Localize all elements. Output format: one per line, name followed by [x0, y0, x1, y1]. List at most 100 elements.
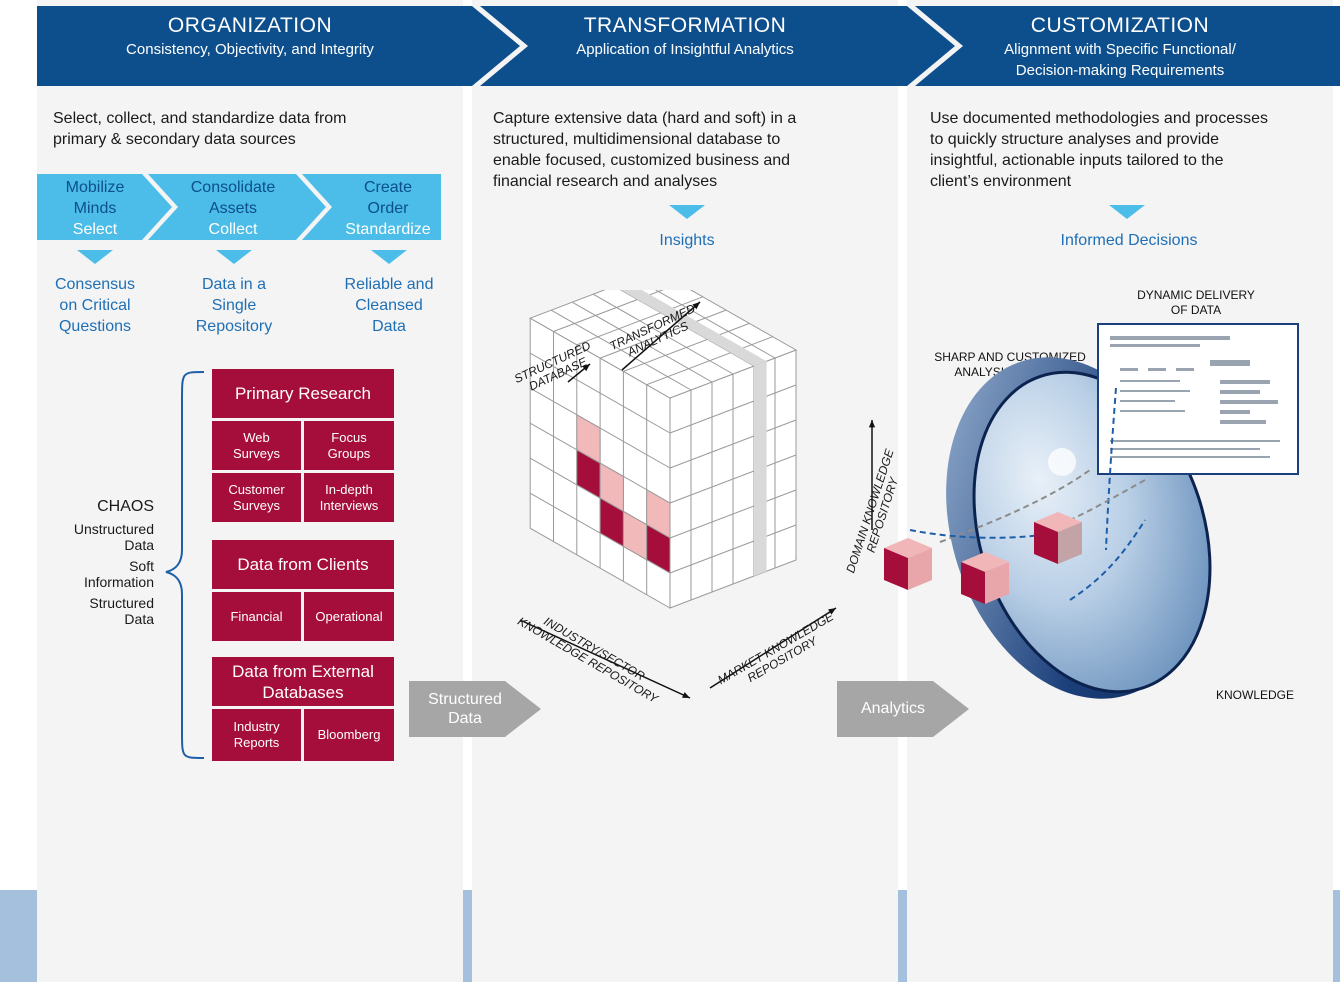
insights-label: Insights: [659, 232, 715, 249]
informed-decisions-triangle: [1109, 205, 1145, 219]
axis-arrow-transformed: [621, 301, 701, 371]
cube-highlight-cell: [576, 413, 601, 464]
indepth-interviews-l2: Interviews: [319, 497, 379, 513]
dynamic-l2: OF DATA: [1170, 303, 1222, 317]
cube-grid-line: [669, 384, 797, 434]
analytics-arrow-label: Analytics: [860, 700, 926, 717]
result-repository-l1: Data in a: [201, 276, 267, 293]
step-standardize-l1: Create: [363, 179, 413, 196]
report-content: [1110, 336, 1280, 458]
step-standardize-l2: Order: [367, 200, 409, 217]
step-standardize-l3: Standardize: [345, 221, 431, 238]
customer-surveys-l1: Customer: [228, 481, 285, 497]
cube-grid-line: [654, 290, 776, 359]
down-triangle-1: [77, 250, 113, 264]
step-select-l2: Minds: [73, 200, 117, 217]
structured-data-arrow-label: Structured Data: [409, 690, 521, 728]
chaos-item-1-l2: Data: [124, 537, 154, 553]
header-title-organization: ORGANIZATION: [167, 14, 333, 37]
industry-reports-box: Industry Reports: [212, 709, 301, 761]
web-surveys-l1: Web: [243, 429, 270, 445]
axis-arrow-structured-head: [582, 364, 590, 372]
cube-stripe-top-face: [620, 290, 767, 366]
web-surveys-box: Web Surveys: [212, 421, 301, 470]
step-collect-l2: Assets: [208, 200, 257, 217]
floating-cube-1: [884, 538, 932, 590]
chaos-block: CHAOS Unstructured Data Soft Information…: [46, 497, 154, 627]
knowledge-cube: [519, 290, 876, 699]
axis-arrow-market-head: [828, 608, 836, 615]
floating-cube-2: [961, 552, 1009, 604]
customization-description-1: Use documented methodologies and process…: [930, 110, 1268, 127]
transformation-description-3: enable focused, customized business and: [493, 152, 791, 169]
cube-grid-line: [529, 352, 671, 434]
customer-surveys-l2: Surveys: [233, 497, 280, 513]
step-chevron-collect: [148, 174, 326, 240]
organization-description-1: Select, collect, and standardize data fr…: [53, 110, 347, 127]
header-title-customization: CUSTOMIZATION: [1030, 14, 1210, 37]
primary-research-header: Primary Research: [212, 369, 394, 418]
result-repository-l3: Repository: [195, 318, 273, 335]
step-select-l1: Mobilize: [65, 179, 125, 196]
external-l1: Data from External: [232, 661, 374, 681]
transformation-description-2: structured, multidimensional database to: [493, 131, 781, 148]
focus-groups-l2: Groups: [327, 445, 371, 461]
dynamic-l1: DYNAMIC DELIVERY: [1137, 288, 1255, 302]
financial-box: Financial: [212, 592, 301, 641]
down-triangle-2: [216, 250, 252, 264]
organization-description-2: primary & secondary data sources: [53, 131, 296, 148]
focus-groups-l1: Focus: [331, 429, 367, 445]
focus-groups-box: Focus Groups: [304, 421, 394, 470]
result-cleansed-l1: Reliable and: [344, 276, 434, 293]
cube-accents: [519, 290, 876, 699]
cube-grid: [529, 290, 798, 609]
header-subtitle-organization: Consistency, Objectivity, and Integrity: [126, 41, 374, 58]
structured-arrow-l1: Structured: [428, 691, 502, 708]
step-select-l3: Select: [72, 221, 118, 238]
data-from-external-header: Data from External Databases: [212, 657, 394, 706]
header-chevron-transformation: [480, 6, 955, 86]
process-steps-banner: [37, 174, 441, 240]
structured-data-arrow: [409, 681, 541, 737]
indepth-interviews-l1: In-depth: [325, 481, 373, 497]
header-chevron-organization: [37, 6, 520, 86]
customization-description-3: insightful, actionable inputs tailored t…: [930, 152, 1224, 169]
header-banner: [37, 6, 1340, 86]
header-subtitle-customization-2: Decision-making Requirements: [1015, 62, 1225, 79]
axis-arrow-industry-head: [682, 692, 690, 698]
data-from-clients-header: Data from Clients: [212, 540, 394, 589]
step-standardize: Create Order Standardize: [332, 177, 444, 240]
side-bar-mid2: [898, 890, 907, 982]
down-triangle-3: [371, 250, 407, 264]
dynamic-delivery-label: DYNAMIC DELIVERY OF DATA: [1120, 288, 1272, 318]
knowledge-label: KNOWLEDGE: [1215, 688, 1294, 702]
result-cleansed-data: Reliable and Cleansed Data: [330, 274, 448, 337]
axis-arrow-market: [709, 607, 837, 689]
customization-description-4: client’s environment: [930, 173, 1072, 190]
result-single-repository: Data in a Single Repository: [178, 274, 290, 337]
customization-description-2: to quickly structure analyses and provid…: [930, 131, 1220, 148]
chaos-item-1-l1: Unstructured: [73, 521, 154, 537]
result-consensus-l1: Consensus: [54, 276, 136, 293]
transformation-description-1: Capture extensive data (hard and soft) i…: [493, 110, 797, 127]
chaos-item-2-l1: Soft: [129, 558, 154, 574]
axis-arrow-industry: [519, 619, 691, 699]
web-surveys-l2: Surveys: [233, 445, 280, 461]
industry-reports-l2: Reports: [233, 735, 280, 750]
customer-surveys-box: Customer Surveys: [212, 473, 301, 522]
dashed-connector-lower: [1069, 519, 1146, 601]
indepth-interviews-box: In-depth Interviews: [304, 473, 394, 522]
axis-arrow-transformed-head: [692, 302, 700, 310]
insights-triangle: [669, 205, 705, 219]
external-l2: Databases: [262, 682, 344, 702]
side-bar-right: [1333, 890, 1340, 982]
bloomberg-box: Bloomberg: [304, 709, 394, 761]
header-chevron-customization: [915, 6, 1340, 86]
chaos-title: CHAOS: [97, 498, 154, 515]
result-consensus: Consensus on Critical Questions: [40, 274, 150, 337]
header-subtitle-customization-1: Alignment with Specific Functional/: [1004, 41, 1236, 58]
floating-cube-3: [1034, 512, 1082, 564]
chaos-item-2-l2: Information: [83, 574, 154, 590]
operational-box: Operational: [304, 592, 394, 641]
dashed-connector-doc: [1069, 479, 1146, 521]
